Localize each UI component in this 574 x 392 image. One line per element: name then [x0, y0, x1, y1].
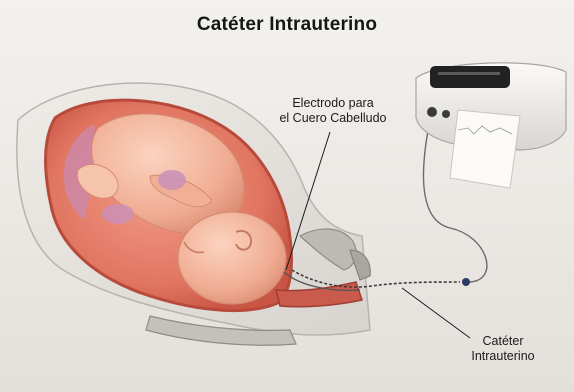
catheter-connector [462, 278, 470, 286]
catheter-label: Catéter Intrauterino [448, 334, 558, 364]
monitor-paper [450, 110, 520, 188]
monitor-display-strip [438, 72, 500, 75]
monitor-port [427, 107, 437, 117]
monitor-port [442, 110, 450, 118]
electrode-label-line2: el Cuero Cabelludo [258, 111, 408, 126]
fetus-hand [158, 170, 186, 190]
catheter-leader-line [402, 288, 470, 338]
fetal-monitor [416, 63, 566, 188]
catheter-label-line1: Catéter [448, 334, 558, 349]
diagram-title: Catéter Intrauterino [0, 14, 574, 36]
monitor-screen [430, 66, 510, 88]
electrode-label-line1: Electrodo para [258, 96, 408, 111]
electrode-label: Electrodo para el Cuero Cabelludo [258, 96, 408, 126]
fetus-foot [102, 204, 134, 224]
fetus-head [178, 212, 286, 304]
catheter-label-line2: Intrauterino [448, 349, 558, 364]
